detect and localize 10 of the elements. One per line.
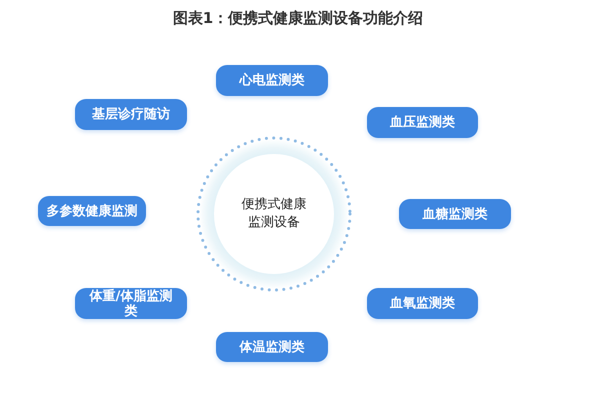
category-box: 基层诊疗随访 xyxy=(75,99,187,130)
category-box: 血糖监测类 xyxy=(399,199,511,229)
category-box: 心电监测类 xyxy=(216,65,328,96)
category-box: 体温监测类 xyxy=(216,332,328,362)
category-box: 体重/体脂监测类 xyxy=(75,288,187,319)
center-circle: 便携式健康监测设备 xyxy=(196,136,352,292)
category-box: 多参数健康监测 xyxy=(38,196,146,226)
title: 图表1：便携式健康监测设备功能介绍 xyxy=(172,9,424,27)
category-box: 血压监测类 xyxy=(367,107,478,138)
category-box: 血氧监测类 xyxy=(367,288,478,319)
